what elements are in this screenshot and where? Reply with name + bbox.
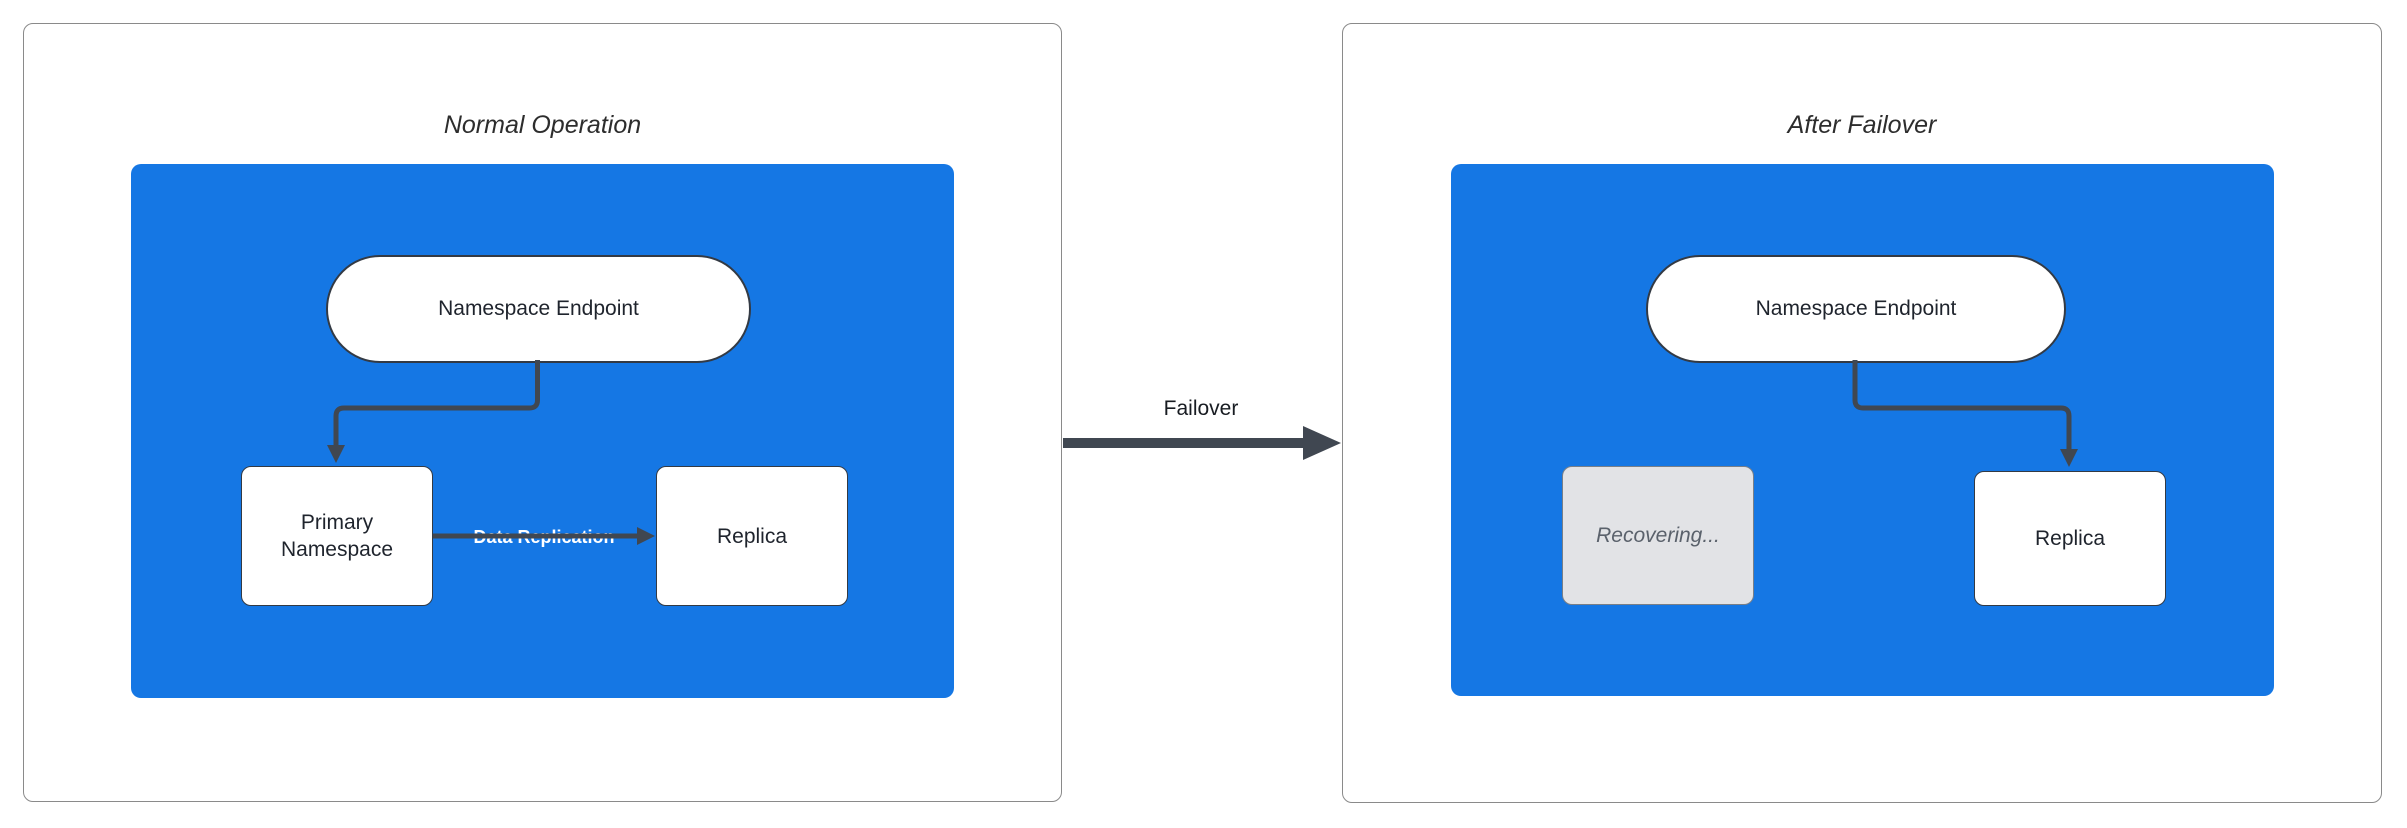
panel-title-normal-operation: Normal Operation [443,111,642,139]
node-primary-namespace-label: Primary Namespace [280,511,394,561]
node-namespace-endpoint-left-label: Namespace Endpoint [438,297,639,320]
node-replica-left: Replica [656,466,848,606]
edge-failover-arrow [1063,426,1341,460]
panel-after-failover: After Failover Namespace Endpoint Recove… [1342,23,2382,803]
node-recovering: Recovering... [1562,466,1754,605]
edge-label-failover: Failover [1163,397,1239,420]
node-recovering-label: Recovering... [1596,524,1720,547]
cluster-normal-operation: Namespace Endpoint Primary Namespace Rep… [131,164,954,698]
node-namespace-endpoint-right: Namespace Endpoint [1646,255,2066,363]
cluster-after-failover: Namespace Endpoint Recovering... Replica [1451,164,2274,696]
node-primary-namespace: Primary Namespace [241,466,433,606]
panel-title-after-failover: After Failover [1787,111,1937,139]
panel-normal-operation: Normal Operation Namespace Endpoint Prim… [23,23,1062,802]
node-replica-right: Replica [1974,471,2166,606]
node-replica-right-label: Replica [2034,527,2106,550]
edge-label-data-replication: Data Replication [449,523,639,551]
node-replica-left-label: Replica [716,524,788,548]
node-namespace-endpoint-left: Namespace Endpoint [326,255,751,363]
node-namespace-endpoint-right-label: Namespace Endpoint [1755,297,1957,320]
